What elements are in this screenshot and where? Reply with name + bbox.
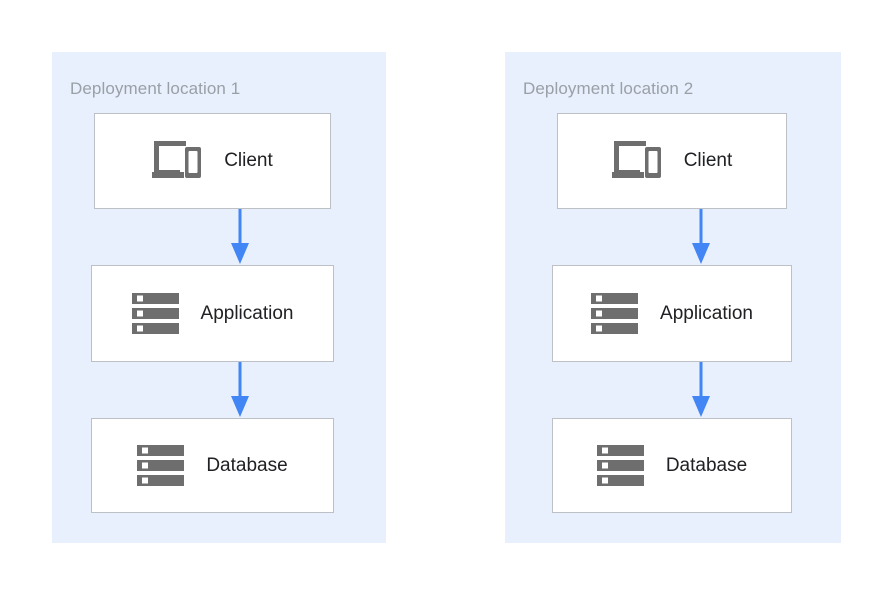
- server-icon: [131, 292, 179, 336]
- zone-2-title: Deployment location 2: [523, 79, 694, 98]
- zone-2-node-client-label: Client: [683, 150, 733, 171]
- zone-1-node-database-label: Database: [206, 454, 288, 476]
- zone-1-node-client-label: Client: [224, 150, 273, 171]
- database-server-icon: [137, 444, 185, 488]
- zone-1-arrow-client-to-application: [52, 209, 386, 265]
- zone-1-node-application-label: Application: [200, 302, 294, 324]
- zone-1-node-client[interactable]: Client: [94, 113, 331, 209]
- zone-1-title: Deployment location 1: [70, 79, 241, 98]
- zone-2-arrow-client-to-application: [505, 209, 841, 265]
- zone-2-node-application-label: Application: [660, 302, 753, 324]
- zone-2-node-application[interactable]: Application: [552, 265, 792, 362]
- devices-icon: [611, 139, 662, 183]
- database-server-icon: [596, 444, 644, 488]
- server-icon: [591, 292, 639, 336]
- deployment-zone-2: Deployment location 2 Client: [505, 52, 841, 543]
- zone-1-node-database[interactable]: Database: [91, 418, 334, 513]
- zone-2-node-database-label: Database: [665, 454, 748, 476]
- devices-icon: [152, 139, 202, 183]
- zone-2-arrow-application-to-database: [505, 362, 841, 418]
- zone-2-node-database[interactable]: Database: [552, 418, 792, 513]
- zone-1-arrow-application-to-database: [52, 362, 386, 418]
- deployment-zone-1: Deployment location 1 Client: [52, 52, 386, 543]
- zone-1-node-application[interactable]: Application: [91, 265, 334, 362]
- zone-2-node-client[interactable]: Client: [557, 113, 787, 209]
